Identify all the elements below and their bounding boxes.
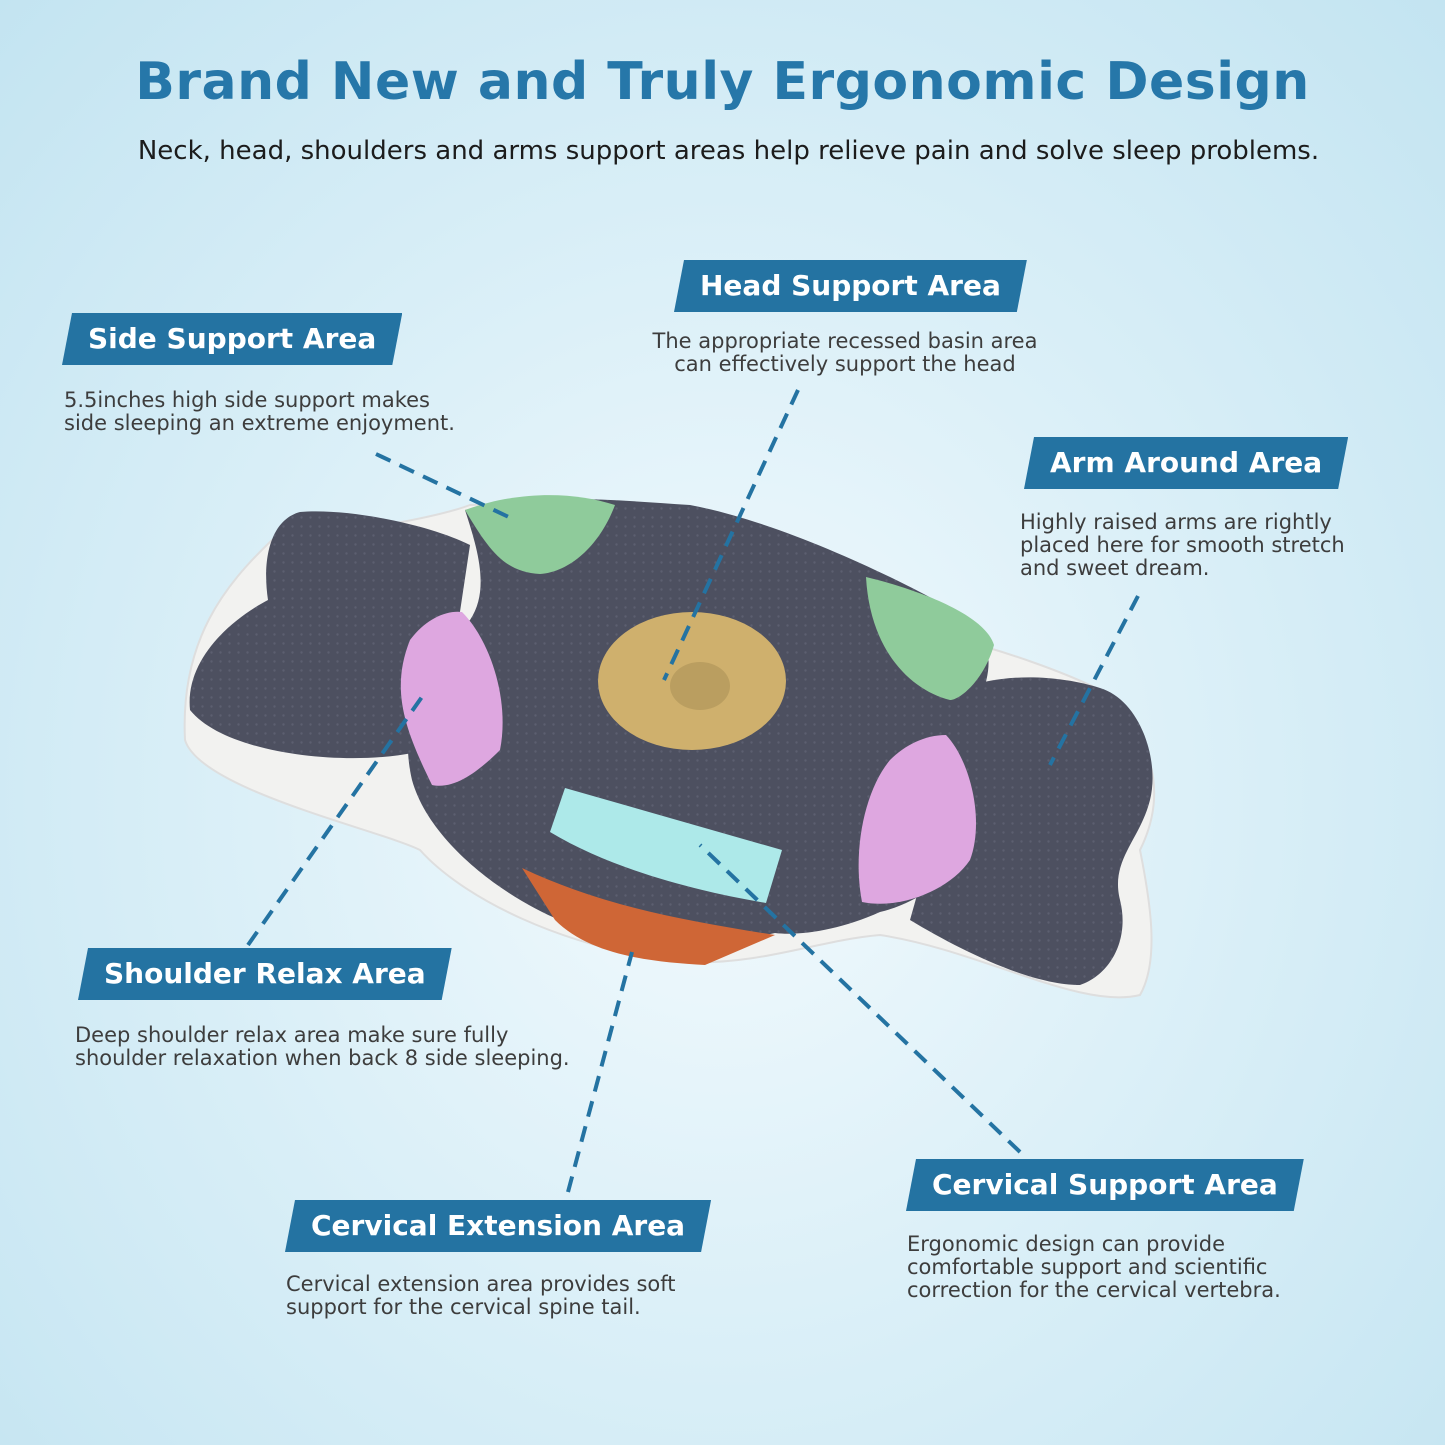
desc-shoulder-relax: Deep shoulder relax area make sure fully… <box>75 1023 570 1070</box>
page-subtitle: Neck, head, shoulders and arms support a… <box>137 136 1320 166</box>
label-side-support: Side Support Area <box>62 313 402 365</box>
label-cervical-support: Cervical Support Area <box>906 1159 1304 1211</box>
label-head-support: Head Support Area <box>674 260 1027 312</box>
extension-zone <box>522 868 775 965</box>
page-title: Brand New and Truly Ergonomic Design <box>135 52 1310 112</box>
desc-head-support: The appropriate recessed basin area can … <box>652 329 1038 376</box>
side-zone-right <box>866 577 994 700</box>
pillow-right-wing <box>910 677 1153 985</box>
leader-side <box>375 452 516 522</box>
desc-side-support: 5.5inches high side support makes side s… <box>64 388 455 435</box>
desc-cervical-extension: Cervical extension area provides soft su… <box>286 1272 676 1319</box>
cervical-zone <box>550 788 782 903</box>
head-recess <box>670 662 730 710</box>
leader-cervical <box>698 843 1022 1154</box>
pillow-left-wing <box>189 511 470 759</box>
label-shoulder-relax: Shoulder Relax Area <box>78 948 452 1000</box>
label-arm-around: Arm Around Area <box>1024 437 1348 489</box>
label-cervical-extension: Cervical Extension Area <box>285 1200 711 1252</box>
leader-arm <box>1048 595 1140 766</box>
leader-head <box>662 389 800 681</box>
shoulder-zone-left <box>400 611 503 786</box>
desc-arm-around: Highly raised arms are rightly placed he… <box>1020 510 1345 580</box>
leader-lines <box>246 389 1140 1193</box>
leader-extension <box>566 951 634 1193</box>
shoulder-zone-right <box>858 735 977 904</box>
desc-cervical-support: Ergonomic design can provide comfortable… <box>907 1232 1281 1302</box>
